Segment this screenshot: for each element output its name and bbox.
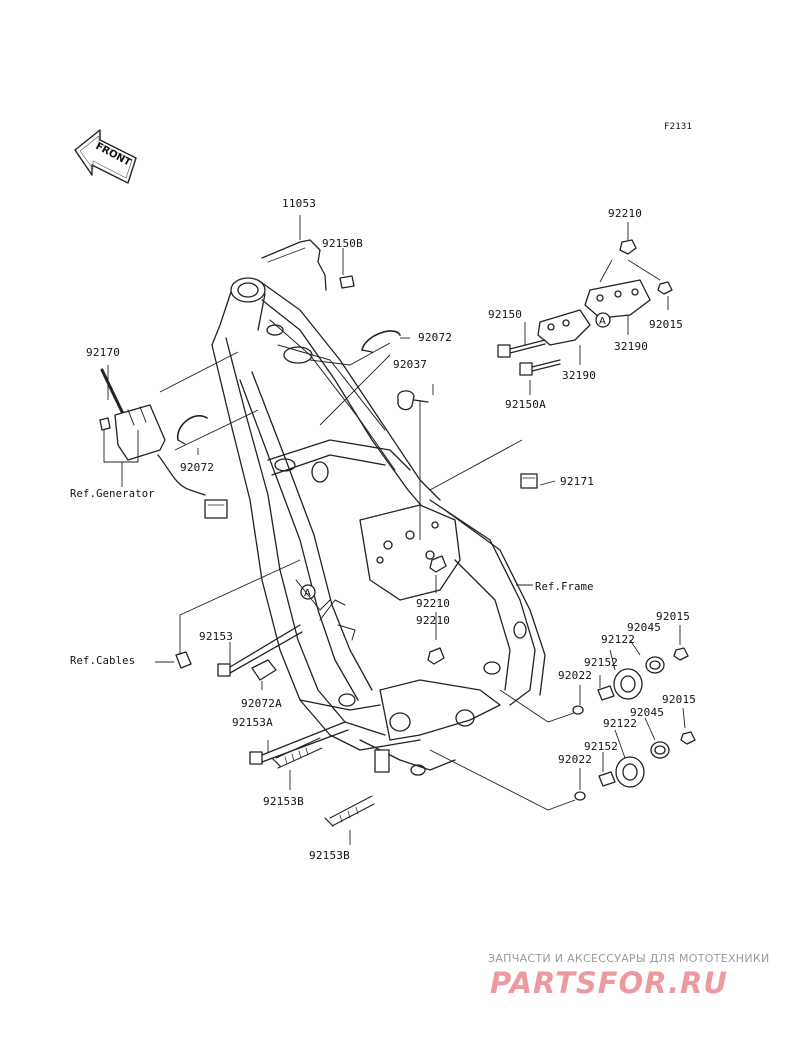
clamp-92072-upper xyxy=(361,330,401,353)
part-label-92022: 92022 xyxy=(558,669,593,682)
leader-lines xyxy=(103,215,686,845)
figure-code: F2131 xyxy=(664,122,693,132)
part-label-92210: 92210 xyxy=(608,207,643,220)
part-label-32190: 32190 xyxy=(562,369,597,382)
nut-92210-center-b xyxy=(427,647,445,665)
watermark-logo: PARTSFOR.RU xyxy=(490,966,728,1000)
part-label-92150A: 92150A xyxy=(505,398,546,411)
part-label-92153B: 92153B xyxy=(309,849,350,862)
part-label-92170: 92170 xyxy=(86,346,121,359)
part-label-92022: 92022 xyxy=(558,753,593,766)
pivot-parts-lower xyxy=(574,731,696,801)
part-label-92210: 92210 xyxy=(416,614,451,627)
bracket-11053 xyxy=(261,239,327,291)
part-label-92122: 92122 xyxy=(601,633,636,646)
front-arrow-icon xyxy=(74,129,137,184)
part-label-92072A: 92072A xyxy=(241,697,282,710)
part-label-92045: 92045 xyxy=(627,621,662,634)
bolt-92153 xyxy=(217,624,303,677)
regulator-assembly xyxy=(99,368,228,519)
cable-clamp-icon xyxy=(175,651,192,669)
part-label-32190: 32190 xyxy=(614,340,649,353)
ref-cables-label: Ref.Cables xyxy=(70,655,136,667)
bolt-92153B-b xyxy=(324,795,375,827)
engine-bracket-32190 xyxy=(537,279,651,346)
part-label-92210: 92210 xyxy=(416,597,451,610)
clamp-92072-left xyxy=(177,415,208,445)
part-label-92015: 92015 xyxy=(662,693,697,706)
spacer-92072A xyxy=(251,659,277,681)
part-label-92153A: 92153A xyxy=(232,716,273,729)
part-label-92072: 92072 xyxy=(418,331,453,344)
nut-92210-center-a xyxy=(429,555,447,573)
callout-marker-a: A xyxy=(599,316,606,327)
watermark-tagline: ЗАПЧАСТИ И АКСЕССУАРЫ ДЛЯ МОТОТЕХНИКИ xyxy=(488,952,770,965)
bolt-92150B xyxy=(339,275,355,289)
part-label-92015: 92015 xyxy=(649,318,684,331)
bolt-92150A xyxy=(519,359,561,376)
bolt-92150 xyxy=(497,339,546,358)
part-label-92171: 92171 xyxy=(560,475,595,488)
part-label-92037: 92037 xyxy=(393,358,428,371)
part-label-92045: 92045 xyxy=(630,706,665,719)
nut-92015-upper xyxy=(657,281,673,295)
part-label-92150: 92150 xyxy=(488,308,523,321)
part-label-92072: 92072 xyxy=(180,461,215,474)
ref-frame-label: Ref.Frame xyxy=(535,581,594,593)
bolt-92153A xyxy=(249,721,349,765)
part-label-92015: 92015 xyxy=(656,610,691,623)
part-label-11053: 11053 xyxy=(282,197,317,210)
part-label-92152: 92152 xyxy=(584,656,619,669)
clip-92037 xyxy=(397,390,429,411)
part-label-92122: 92122 xyxy=(603,717,638,730)
callout-marker-b: A xyxy=(304,588,311,599)
part-label-92152: 92152 xyxy=(584,740,619,753)
bolt-92153B-a xyxy=(271,737,323,769)
part-label-92153B: 92153B xyxy=(263,795,304,808)
pivot-parts-upper xyxy=(572,647,689,715)
nut-92210-upper xyxy=(619,239,637,255)
ref-generator-label: Ref.Generator xyxy=(70,488,155,500)
part-label-92150B: 92150B xyxy=(322,237,363,250)
part-label-92153: 92153 xyxy=(199,630,234,643)
motorcycle-frame xyxy=(211,277,546,776)
